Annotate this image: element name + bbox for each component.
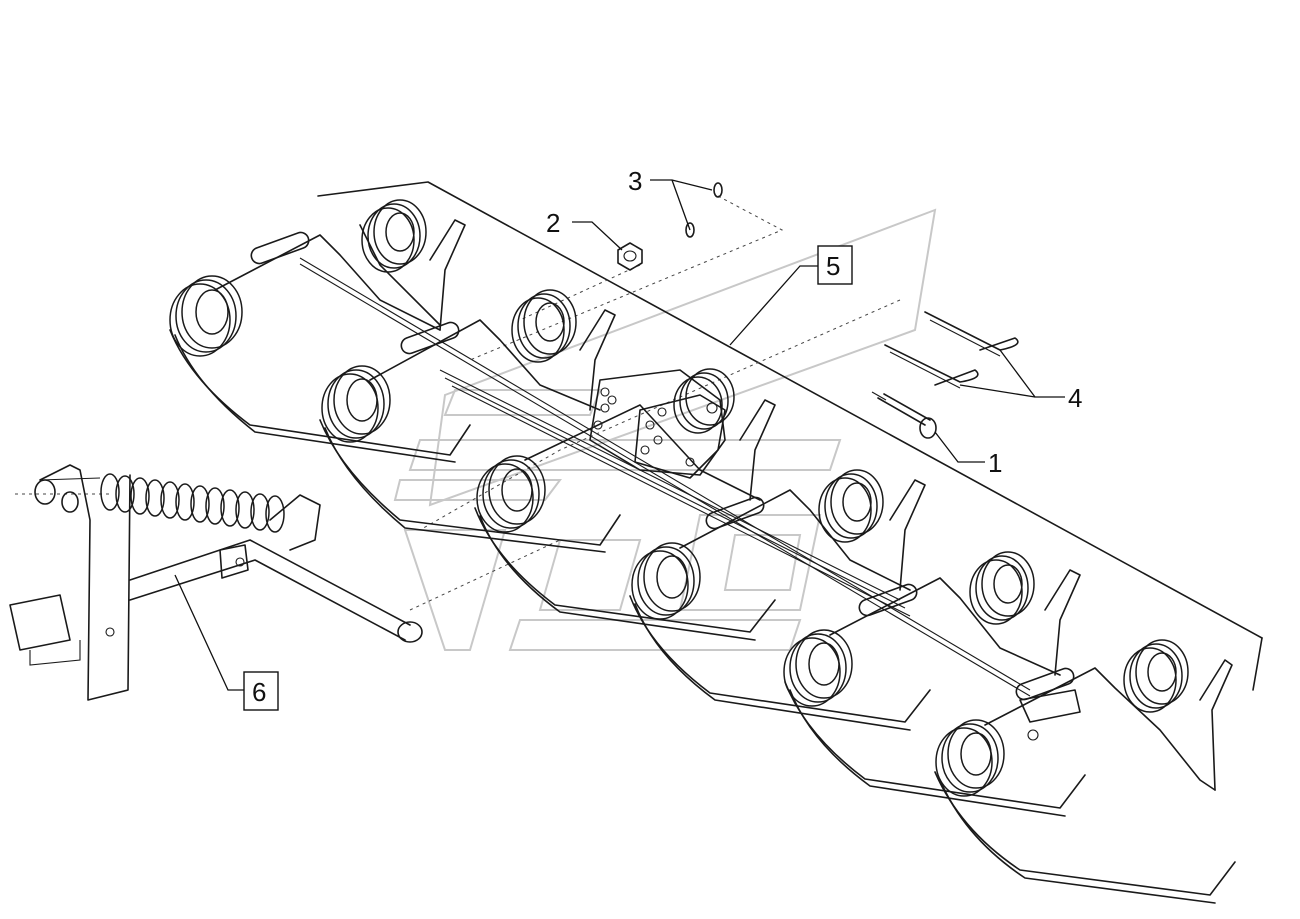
bolt-part xyxy=(871,391,937,439)
tine-coil xyxy=(169,275,243,357)
tine-wires xyxy=(169,219,1236,904)
watermark-logo xyxy=(393,208,937,651)
spring-arm-assembly xyxy=(9,464,423,701)
pin-part xyxy=(685,182,723,238)
callout-2: 2 xyxy=(546,208,623,251)
rotor-arm-beam xyxy=(299,181,1263,697)
tine-coil xyxy=(935,719,1005,797)
callout-5: 5 xyxy=(729,245,853,346)
mounting-bracket xyxy=(589,369,726,479)
nut-part xyxy=(617,242,643,271)
callout-3: 3 xyxy=(628,166,713,231)
tine-coil xyxy=(361,199,427,273)
callout-label-1: 1 xyxy=(988,448,1002,478)
clip-part xyxy=(884,311,1019,389)
spring-coil xyxy=(100,473,285,533)
tine-clamps xyxy=(250,231,1081,741)
callout-label-2: 2 xyxy=(546,208,560,238)
callout-box-6 xyxy=(243,671,279,711)
callout-label-6: 6 xyxy=(252,677,266,707)
tine-coil xyxy=(476,455,546,533)
tine-coil xyxy=(631,542,701,620)
tine-coil xyxy=(1123,639,1189,713)
tine-coil xyxy=(818,469,884,543)
callout-box-5 xyxy=(817,245,853,285)
callout-4: 4 xyxy=(959,349,1082,413)
spring-tines xyxy=(169,199,1189,797)
callout-label-4: 4 xyxy=(1068,383,1082,413)
callout-label-3: 3 xyxy=(628,166,642,196)
tine-coil xyxy=(673,368,735,434)
callout-6: 6 xyxy=(174,574,279,711)
tine-coil xyxy=(783,629,853,707)
assembly-lines xyxy=(15,195,901,611)
tine-coil xyxy=(969,551,1035,625)
tine-coil xyxy=(321,365,391,443)
callout-1: 1 xyxy=(934,431,1002,478)
tine-coil xyxy=(511,289,577,363)
callout-label-5: 5 xyxy=(826,251,840,281)
